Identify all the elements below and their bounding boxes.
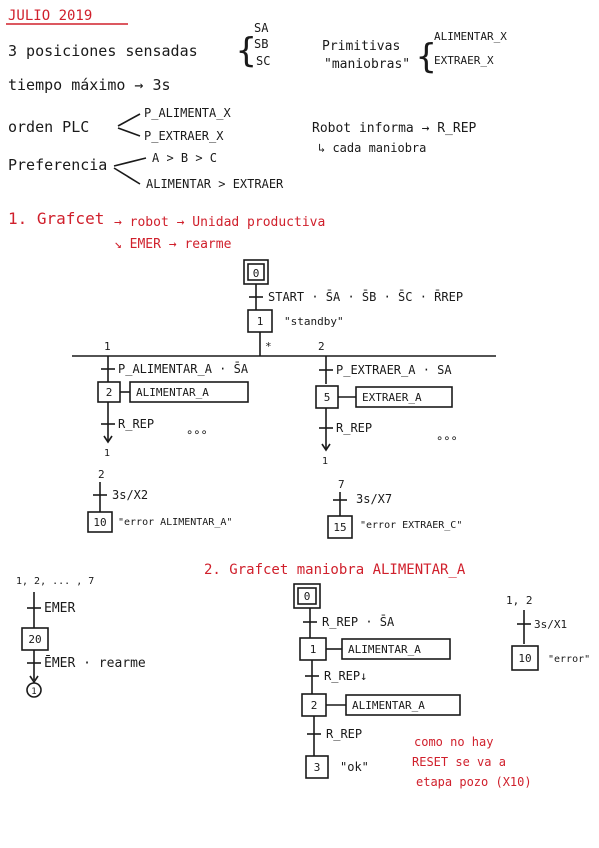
s1-action5-box (355, 386, 453, 408)
emer-t-label: EMER (44, 601, 75, 616)
s1-right-goto: 1 (322, 456, 328, 467)
emer-from: 1, 2, ... , 7 (16, 576, 94, 587)
positions-text: 3 posiciones sensadas (8, 42, 198, 60)
s1-step10-num: 10 (93, 516, 106, 529)
s1-step15-t-label: 3s/X7 (356, 492, 392, 506)
primitives-brace: { (416, 37, 436, 77)
s2-note-line3: etapa pozo (X10) (416, 775, 532, 789)
s1-branch-star: * (265, 340, 272, 353)
s1-step10-label: "error ALIMENTAR_A" (118, 517, 232, 528)
prim-extract: EXTRAER_X (434, 54, 494, 67)
emer-goto-circle (26, 682, 42, 698)
s2-step0-inner (297, 587, 317, 605)
s2-action1-text: ALIMENTAR_A (348, 643, 421, 656)
s2-step0-num: 0 (304, 590, 311, 603)
max-time-text: tiempo máximo → 3s (8, 76, 171, 94)
s2-step3-label: "ok" (340, 760, 369, 774)
s1-step1-num: 1 (257, 315, 264, 328)
s1-t0-label: START · S̄A · S̄B · S̄C · R̄REP (268, 290, 463, 304)
maneuvers-text: "maniobras" (324, 57, 410, 72)
s1-step15-box (327, 515, 353, 539)
s1-branch-left-priority: 1 (104, 340, 111, 353)
s2-action1-box (341, 638, 451, 660)
s1-step5-num: 5 (324, 391, 331, 404)
s1-step10-t-label: 3s/X2 (112, 488, 148, 502)
each-maneuver-text: ↳ cada maniobra (318, 141, 426, 155)
s1-step1-label: "standby" (284, 315, 344, 328)
s1-action2-box (129, 381, 249, 403)
primitives-text: Primitivas (322, 39, 400, 54)
s2-t1-label: R_REP↓ (324, 669, 367, 683)
plc-order-text: orden PLC (8, 118, 89, 136)
s2-action2-box (345, 694, 461, 716)
s2-t2-label: R_REP (326, 727, 362, 741)
plc-extract: P_EXTRAER_X (144, 129, 224, 143)
section1-title: 1. Grafcet (8, 209, 104, 228)
s1-branch-right-priority: 2 (318, 340, 325, 353)
s2-t0-label: R_REP · S̄A (322, 615, 395, 629)
pref-feed-extract: ALIMENTAR > EXTRAER (146, 177, 284, 191)
section1-emer-line: ↘ EMER → rearme (114, 237, 232, 252)
s1-step10-box (87, 511, 113, 533)
s2-err-step-num: 10 (518, 652, 531, 665)
s2-action2-text: ALIMENTAR_A (352, 699, 425, 712)
section2-title: 2. Grafcet maniobra ALIMENTAR_A (204, 562, 466, 578)
s2-err-label: "error" (548, 654, 590, 665)
s1-right-dots: ∘∘∘ (436, 431, 458, 445)
emer-arrow (29, 675, 39, 684)
s2-err-from: 1, 2 (506, 594, 533, 607)
emer-rearme-label: ĒMER · rearme (44, 656, 146, 671)
s1-step15-from: 7 (338, 478, 345, 491)
s1-right-rep-label: R_REP (336, 421, 372, 435)
s1-step0-num: 0 (253, 267, 260, 280)
s1-left-t-label: P_ALIMENTAR_A · S̄A (118, 362, 249, 376)
section1-robot-line: → robot → Unidad productiva (114, 215, 325, 230)
s2-err-step-box (511, 645, 539, 671)
s1-step10-from: 2 (98, 468, 105, 481)
s1-step0-inner (247, 263, 265, 281)
s1-right-arrow (321, 443, 331, 452)
s2-note-line2: RESET se va a (412, 755, 506, 769)
sensor-sc: SC (256, 54, 270, 68)
s1-right-t-label: P_EXTRAER_A · SA (336, 363, 452, 377)
s1-step15-label: "error EXTRAER_C" (360, 520, 462, 531)
s1-step2-num: 2 (106, 386, 113, 399)
emer-goto-num: 1 (31, 687, 36, 697)
s2-step3-num: 3 (314, 761, 321, 774)
s1-left-dots: ∘∘∘ (186, 425, 208, 439)
pref-abc: A > B > C (152, 151, 217, 165)
robot-reports-text: Robot informa → R_REP (312, 121, 477, 136)
s2-note-line1: como no hay (414, 735, 493, 749)
s1-step15-num: 15 (333, 521, 346, 534)
plc-feed: P_ALIMENTA_X (144, 106, 231, 120)
s1-left-rep-label: R_REP (118, 417, 154, 431)
date-heading: JULIO 2019 (8, 8, 92, 24)
emer-step20-box (21, 627, 49, 651)
sensor-brace: { (236, 31, 256, 71)
pref-fork-arrows (113, 157, 147, 185)
s1-left-arrow (103, 435, 113, 444)
s1-action5-text: EXTRAER_A (362, 391, 422, 404)
plc-fork-arrows (117, 113, 141, 137)
sensor-sa: SA (254, 21, 269, 35)
s2-err-t-label: 3s/X1 (534, 618, 567, 631)
s1-left-goto: 1 (104, 448, 110, 459)
s1-action2-text: ALIMENTAR_A (136, 386, 209, 399)
preference-text: Preferencia (8, 156, 107, 174)
s2-step2-num: 2 (311, 699, 318, 712)
emer-step20-num: 20 (28, 633, 41, 646)
sensor-sb: SB (254, 37, 268, 51)
s2-step3-box (305, 755, 329, 779)
prim-feed: ALIMENTAR_X (434, 30, 507, 43)
s2-step1-num: 1 (310, 643, 317, 656)
